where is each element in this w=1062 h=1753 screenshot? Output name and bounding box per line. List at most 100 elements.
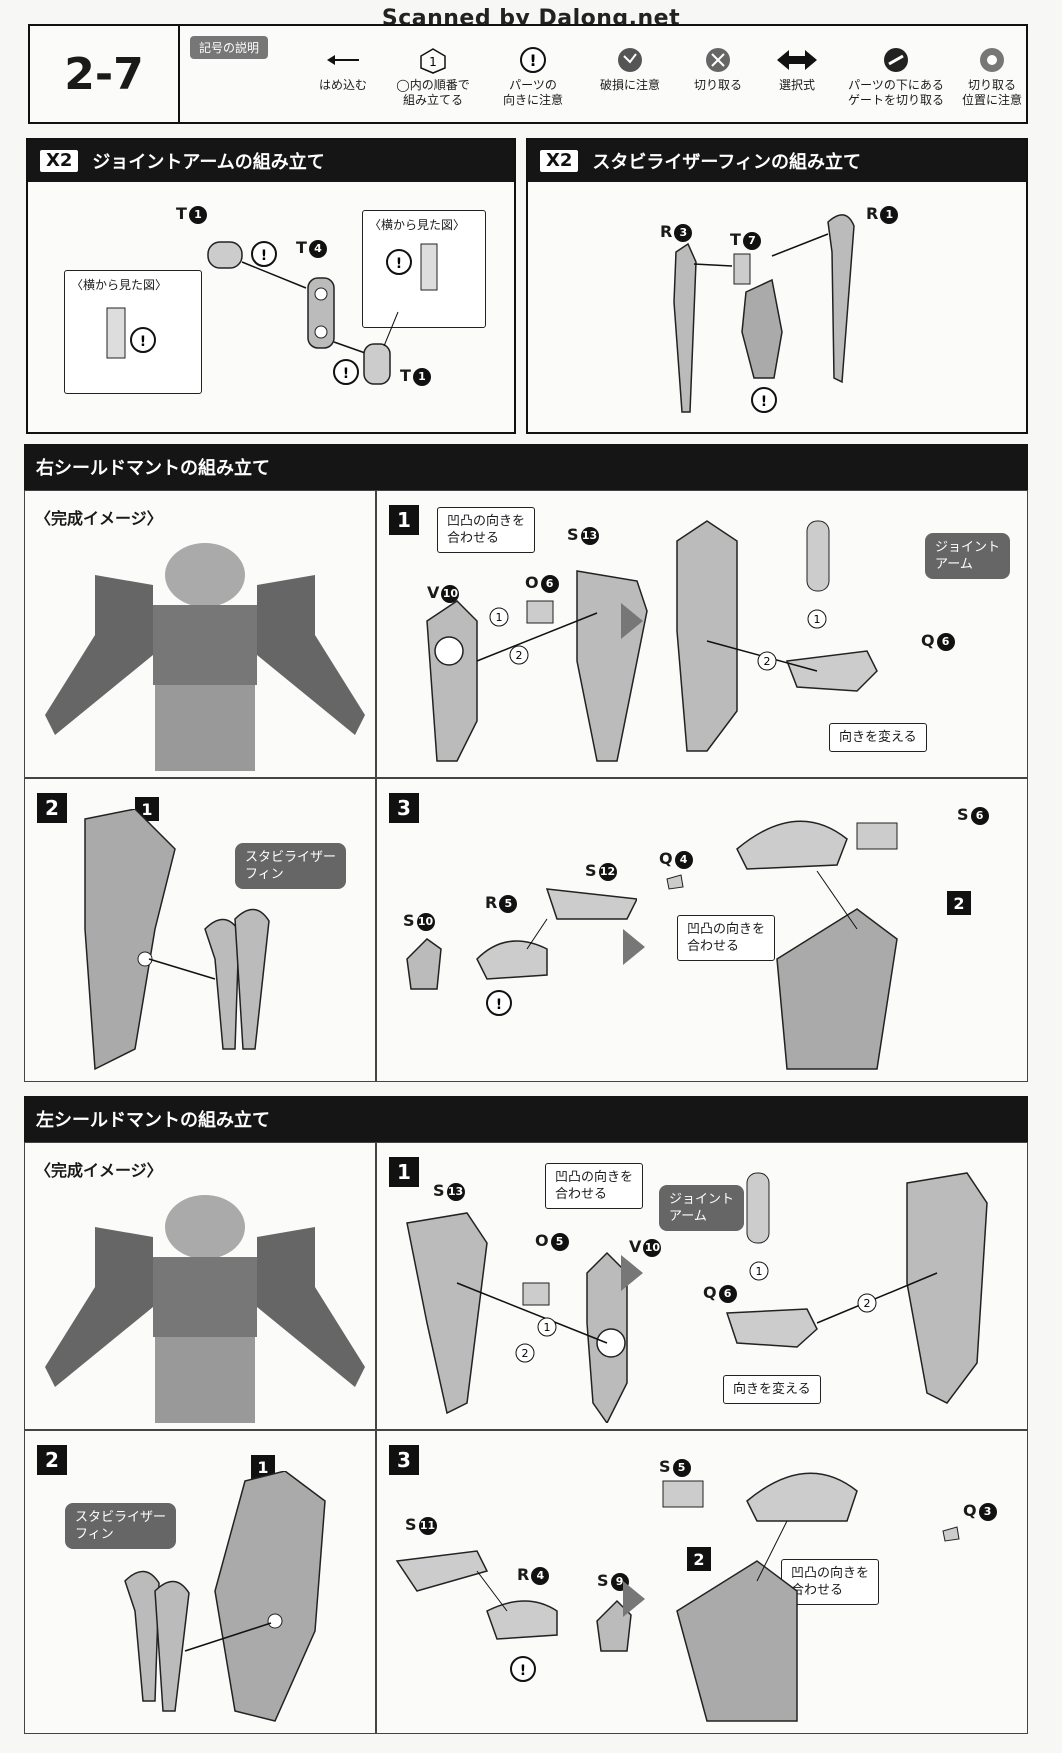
joint-arm-callout: ジョイント アーム	[659, 1185, 745, 1231]
step-number-badge: 1	[389, 1157, 419, 1187]
step3-diagram-right	[662, 1472, 960, 1722]
svg-text:!: !	[529, 51, 536, 70]
circled-1-icon: 1	[420, 48, 446, 74]
step3-diagram-left: !	[395, 1550, 632, 1682]
break-warning-icon	[618, 48, 642, 72]
svg-text:2: 2	[522, 1347, 529, 1360]
preview-title: 〈完成イメージ〉	[35, 509, 163, 528]
turn-note: 向きを変える	[723, 1375, 821, 1404]
legend-title: 記号の説明	[190, 36, 269, 59]
legend-label: 切り取る 位置に注意	[961, 78, 1022, 107]
legend-item-choice: 選択式	[742, 46, 852, 93]
step1-diagram-left: 1 2	[426, 570, 648, 762]
multiplier-badge: X2	[540, 150, 579, 172]
joint-arm-callout: ジョイント アーム	[925, 533, 1011, 579]
step-arrow	[623, 1581, 645, 1617]
legend-item-insert: はめ込む	[288, 46, 398, 93]
choice-arrows-icon	[777, 50, 817, 70]
multiplier-badge: X2	[40, 150, 79, 172]
side-view-label: 〈横から見た図〉	[71, 278, 168, 292]
step1-diagram-right: 2 1	[725, 1172, 988, 1404]
stabilizer-fin-callout: スタビライザー フィン	[65, 1503, 177, 1549]
svg-text:2: 2	[516, 649, 523, 662]
svg-text:!: !	[343, 366, 349, 382]
step-ref-badge: 2	[947, 891, 971, 915]
arrow-left-icon	[327, 55, 359, 65]
left-preview-cell: 〈完成イメージ〉	[24, 1142, 376, 1430]
svg-text:1: 1	[814, 613, 821, 626]
step-arrow	[621, 1255, 643, 1291]
legend-item-cut-position: 切り取る 位置に注意	[947, 46, 1037, 108]
section-title: スタビライザーフィンの組み立て	[592, 152, 861, 173]
side-view-box-left: 〈横から見た図〉 !	[64, 270, 202, 394]
step-number-badge: 3	[389, 1445, 419, 1475]
svg-text:!: !	[520, 1663, 526, 1679]
gate-cut-icon	[884, 48, 908, 72]
legend-item-direction: ! パーツの 向きに注意	[478, 46, 588, 108]
step1-diagram-right: 2 1	[676, 520, 878, 752]
right-step2-cell: 2 1 スタビライザー フィン	[24, 778, 376, 1082]
left-mantle-title-bar: 左シールドマントの組み立て	[24, 1096, 1028, 1142]
step-arrow	[623, 929, 645, 965]
svg-text:!: !	[496, 997, 502, 1013]
legend-label: パーツの 向きに注意	[502, 78, 563, 107]
joint-arm-title-bar: X2 ジョイントアームの組み立て	[28, 140, 514, 182]
legend-label: 破損に注意	[599, 78, 660, 92]
svg-text:1: 1	[544, 1321, 551, 1334]
preview-title: 〈完成イメージ〉	[35, 1161, 163, 1180]
stabilizer-fin-title-bar: X2 スタビライザーフィンの組み立て	[528, 140, 1026, 182]
section-title: 右シールドマントの組み立て	[36, 458, 270, 479]
step1-diagram-left: 1 2	[406, 1212, 628, 1423]
legend-item-order: 1 ◯内の順番で 組み立てる	[378, 46, 488, 108]
legend-label: ◯内の順番で 組み立てる	[396, 78, 470, 107]
turn-note: 向きを変える	[829, 723, 927, 752]
legend-label: 選択式	[778, 78, 815, 92]
step-arrow	[621, 603, 643, 639]
align-note: 凹凸の向きを 合わせる	[545, 1163, 644, 1209]
section-title: 左シールドマントの組み立て	[36, 1110, 270, 1131]
step-number-badge: 3	[389, 793, 419, 823]
legend-label: パーツの下にある ゲートを切り取る	[847, 78, 944, 107]
svg-text:2: 2	[864, 1297, 871, 1310]
legend-item-gate: パーツの下にある ゲートを切り取る	[833, 46, 959, 108]
legend-label: 切り取る	[693, 78, 742, 92]
side-view-label: 〈横から見た図〉	[369, 218, 466, 232]
left-step2-cell: 2 1 スタビライザー フィン	[24, 1430, 376, 1734]
joint-arm-panel: X2 ジョイントアームの組み立て 〈横から見た図〉 ! 〈横から見た図〉 ! !…	[26, 138, 516, 434]
legend-header: 2-7 記号の説明 はめ込む 1 ◯内の順番で 組み立てる ! パーツの 向きに…	[28, 24, 1028, 124]
step-number-badge: 2	[37, 793, 67, 823]
cut-position-icon	[980, 48, 1004, 72]
step2-diagram	[84, 809, 270, 1071]
section-title: ジョイントアームの組み立て	[92, 152, 325, 173]
side-view-illustration: !	[386, 243, 438, 291]
right-preview-cell: 〈完成イメージ〉	[24, 490, 376, 778]
step3-diagram-left: !	[406, 888, 637, 1016]
cut-icon	[706, 48, 730, 72]
joint-arm-diagram: ! !	[207, 241, 399, 385]
exclamation-circle-icon: !	[520, 47, 546, 73]
align-note: 凹凸の向きを 合わせる	[677, 915, 776, 961]
